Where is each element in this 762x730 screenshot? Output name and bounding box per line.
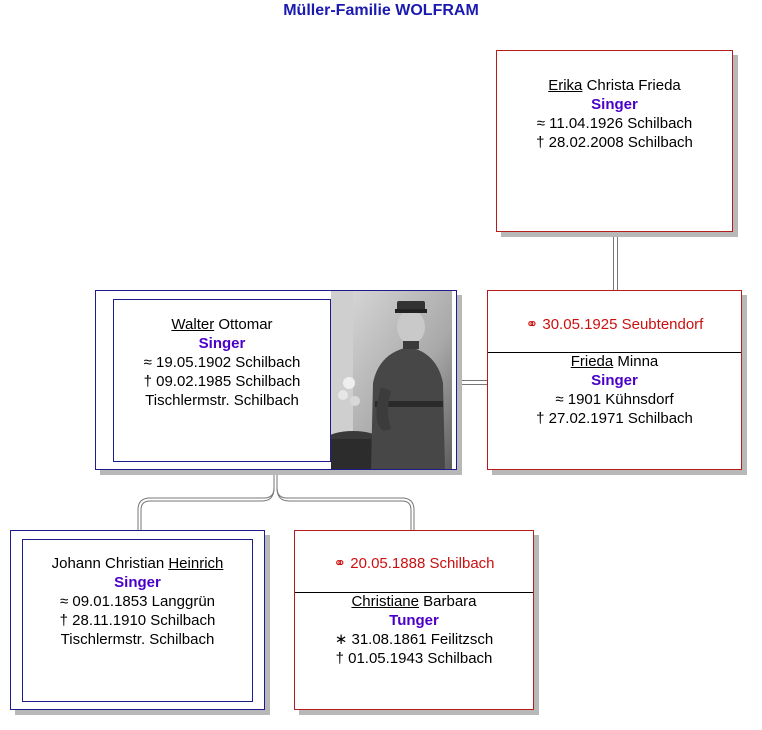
connector-walter-frieda (456, 380, 488, 385)
heinrich-surname: Singer (114, 574, 161, 591)
heinrich-baptism: ≈ 09.01.1853 Langgrün (59, 593, 216, 610)
heinrich-death: † 28.11.1910 Schilbach (59, 612, 216, 629)
walter-inner-frame (113, 299, 331, 462)
walter-death: † 09.02.1985 Schilbach (143, 373, 301, 390)
frieda-name: Frieda Minna (570, 353, 659, 370)
frieda-surname: Singer (591, 372, 638, 389)
frieda-divider (488, 352, 741, 353)
christiane-divider (295, 592, 533, 593)
walter-name: Walter Ottomar (171, 316, 273, 333)
christiane-name: Christiane Barbara (351, 593, 477, 610)
person-card-heinrich[interactable]: Johann Christian Heinrich Singer ≈ 09.01… (10, 530, 265, 710)
connector-tree (137, 470, 415, 530)
heinrich-occupation: Tischlermstr. Schilbach (60, 631, 215, 648)
erika-death: † 28.02.2008 Schilbach (536, 134, 693, 151)
connector-erika-frieda (613, 232, 618, 292)
erika-surname: Singer (591, 96, 638, 113)
walter-surname: Singer (198, 335, 246, 352)
heinrich-inner-frame (22, 539, 253, 702)
frieda-baptism: ≈ 1901 Kühnsdorf (555, 391, 674, 408)
heinrich-name: Johann Christian Heinrich (51, 555, 224, 572)
page-title: Müller-Familie WOLFRAM (283, 2, 479, 19)
christiane-surname: Tunger (389, 612, 439, 629)
walter-baptism: ≈ 19.05.1902 Schilbach (143, 354, 301, 371)
frieda-marriage: ⚭ 30.05.1925 Seubtendorf (525, 316, 704, 333)
christiane-birth: ∗ 31.08.1861 Feilitzsch (334, 631, 494, 648)
person-card-christiane[interactable]: ⚭ 20.05.1888 Schilbach Christiane Barbar… (294, 530, 534, 710)
person-card-walter[interactable]: Walter Ottomar Singer ≈ 19.05.1902 Schil… (95, 290, 457, 470)
frieda-death: † 27.02.1971 Schilbach (536, 410, 693, 427)
walter-occupation: Tischlermstr. Schilbach (145, 392, 299, 409)
christiane-death: † 01.05.1943 Schilbach (335, 650, 493, 667)
christiane-marriage: ⚭ 20.05.1888 Schilbach (333, 555, 495, 572)
walter-portrait-photo[interactable] (331, 291, 452, 469)
person-card-erika[interactable]: Erika Christa Frieda Singer ≈ 11.04.1926… (496, 50, 733, 232)
person-card-frieda[interactable]: ⚭ 30.05.1925 Seubtendorf Frieda Minna Si… (487, 290, 742, 470)
erika-baptism: ≈ 11.04.1926 Schilbach (536, 115, 693, 132)
erika-name: Erika Christa Frieda (548, 77, 681, 94)
